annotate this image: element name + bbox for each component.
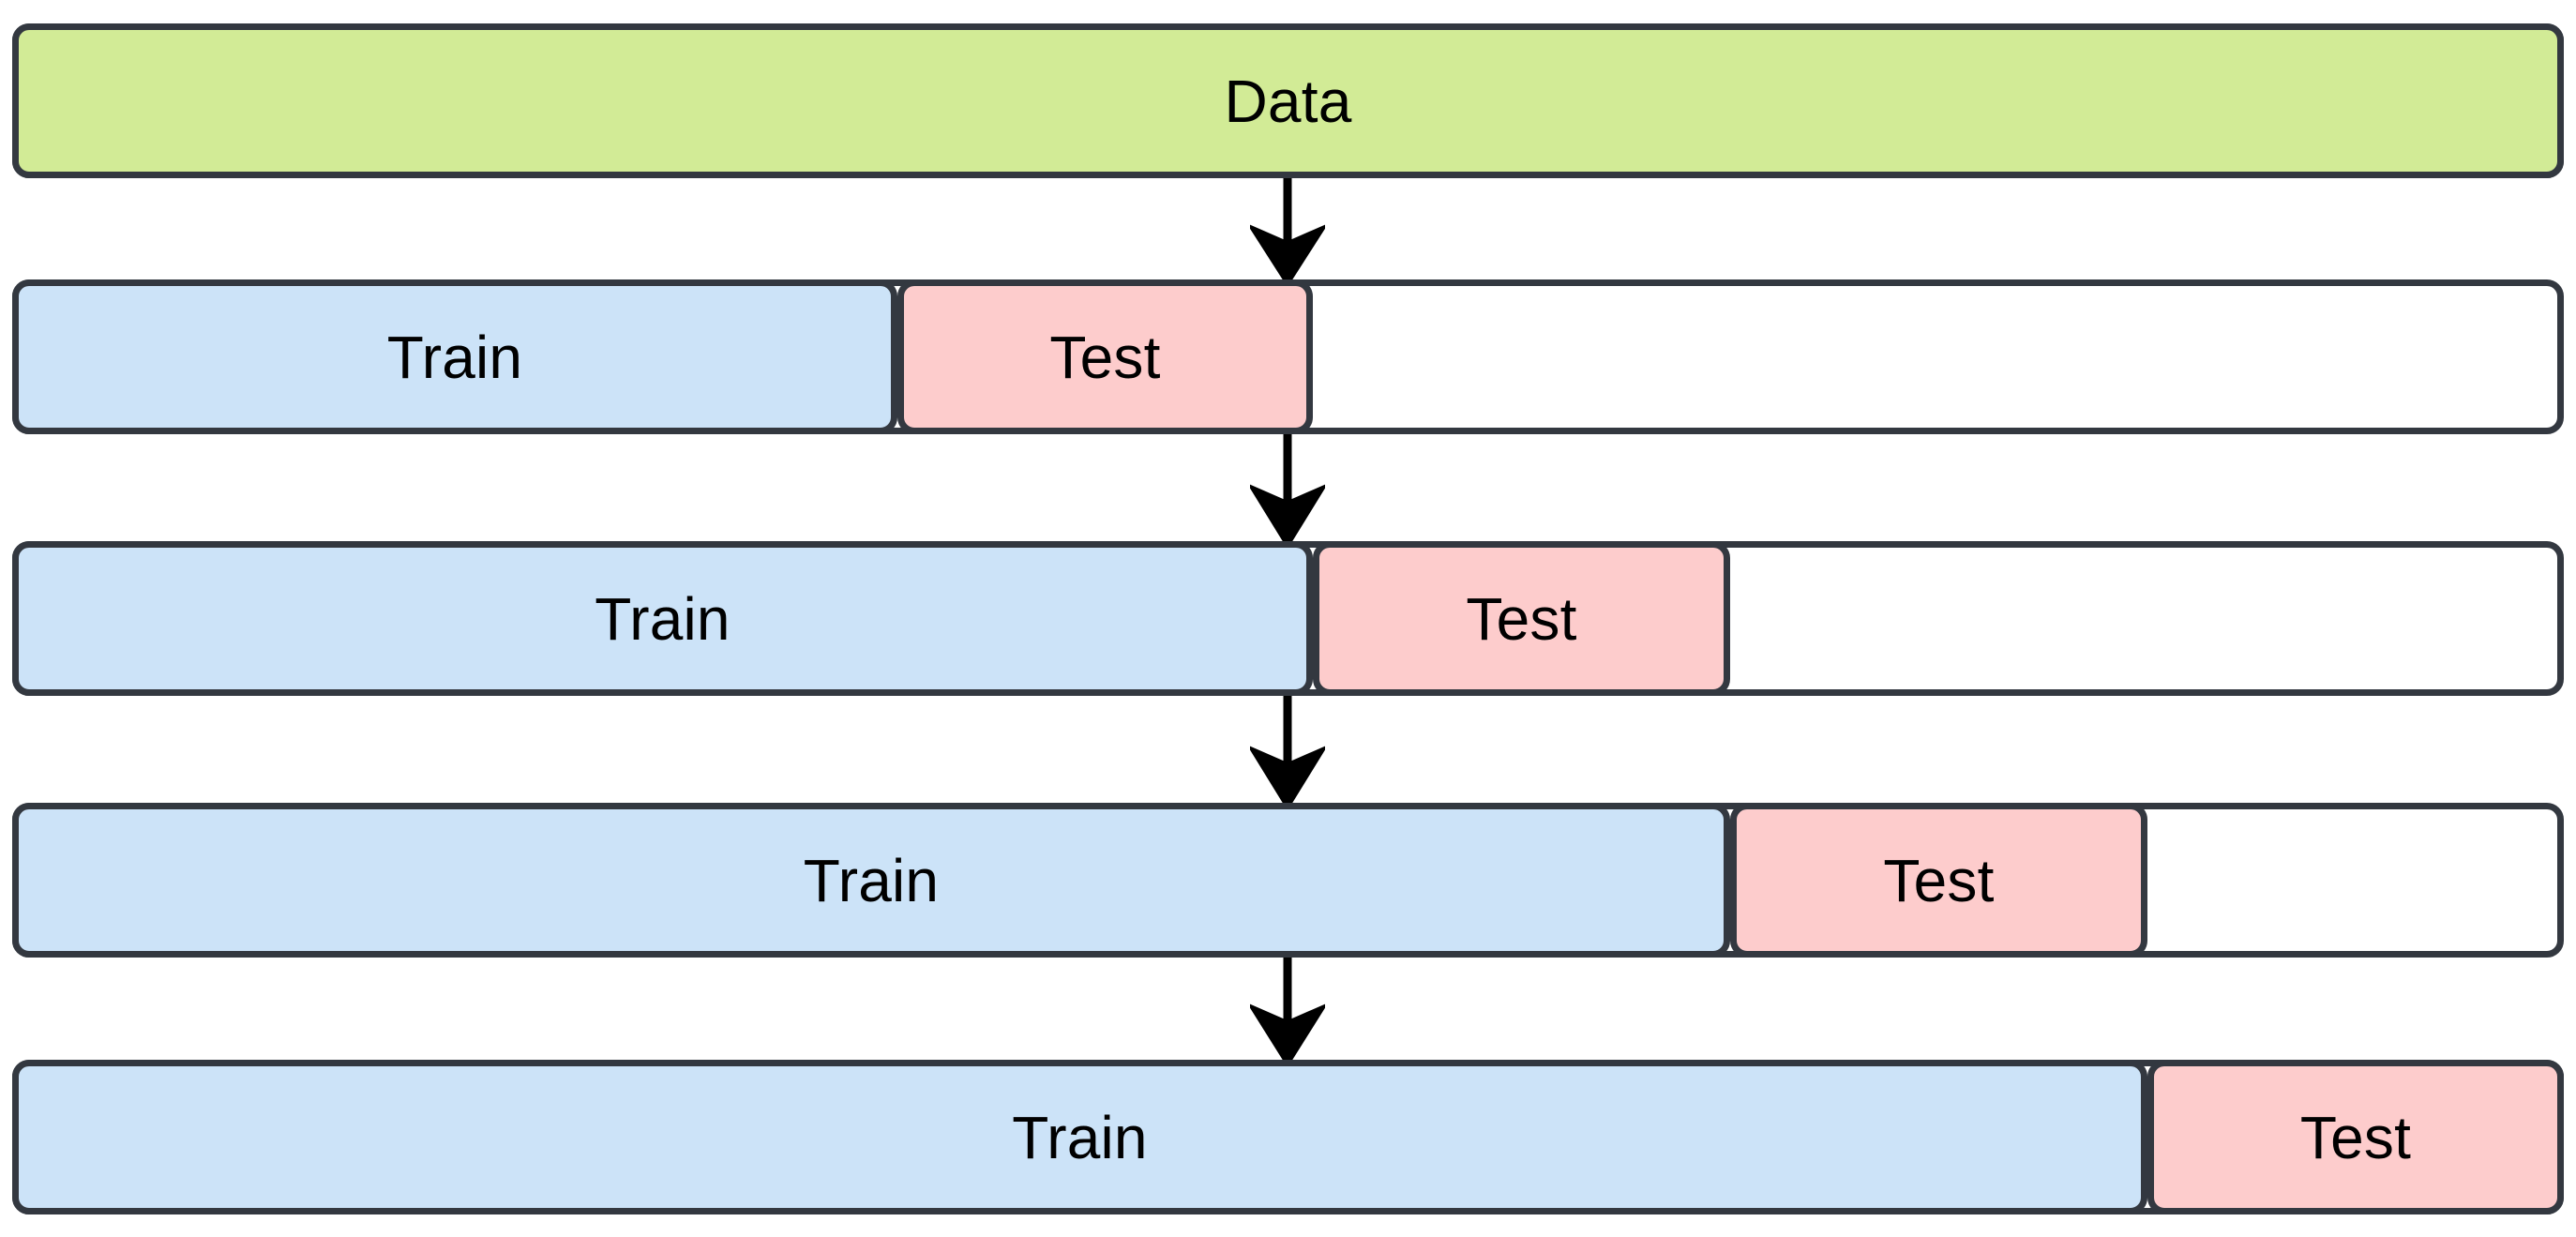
segment-test-label: Test: [1049, 323, 1161, 391]
arrow-data-to-split-1: [1250, 178, 1325, 279]
segment-test[interactable]: Test: [897, 279, 1313, 434]
segment-test[interactable]: Test: [2147, 1060, 2564, 1214]
arrow-split-3-to-4: [1250, 958, 1325, 1060]
split-row-2: Train Test: [12, 541, 2564, 696]
segment-train-label: Train: [595, 584, 731, 653]
segment-train[interactable]: Train: [12, 279, 897, 434]
segment-train[interactable]: Train: [12, 1060, 2147, 1214]
segment-test-label: Test: [1466, 584, 1577, 653]
segment-train-label: Train: [1012, 1103, 1148, 1171]
data-row: Data: [12, 23, 2564, 178]
segment-data[interactable]: Data: [12, 23, 2564, 178]
segment-train-label: Train: [386, 323, 523, 391]
segment-test-label: Test: [2299, 1103, 2412, 1171]
split-row-1: Train Test: [12, 279, 2564, 434]
split-row-3: Train Test: [12, 803, 2564, 958]
segment-train[interactable]: Train: [12, 541, 1313, 696]
arrow-split-1-to-2: [1250, 434, 1325, 541]
arrow-split-2-to-3: [1250, 696, 1325, 803]
segment-test[interactable]: Test: [1730, 803, 2147, 958]
segment-data-label: Data: [1224, 67, 1352, 135]
segment-test[interactable]: Test: [1313, 541, 1730, 696]
segment-test-label: Test: [1883, 846, 1995, 914]
split-row-4: Train Test: [12, 1060, 2564, 1214]
segment-train[interactable]: Train: [12, 803, 1730, 958]
segment-train-label: Train: [803, 846, 940, 914]
